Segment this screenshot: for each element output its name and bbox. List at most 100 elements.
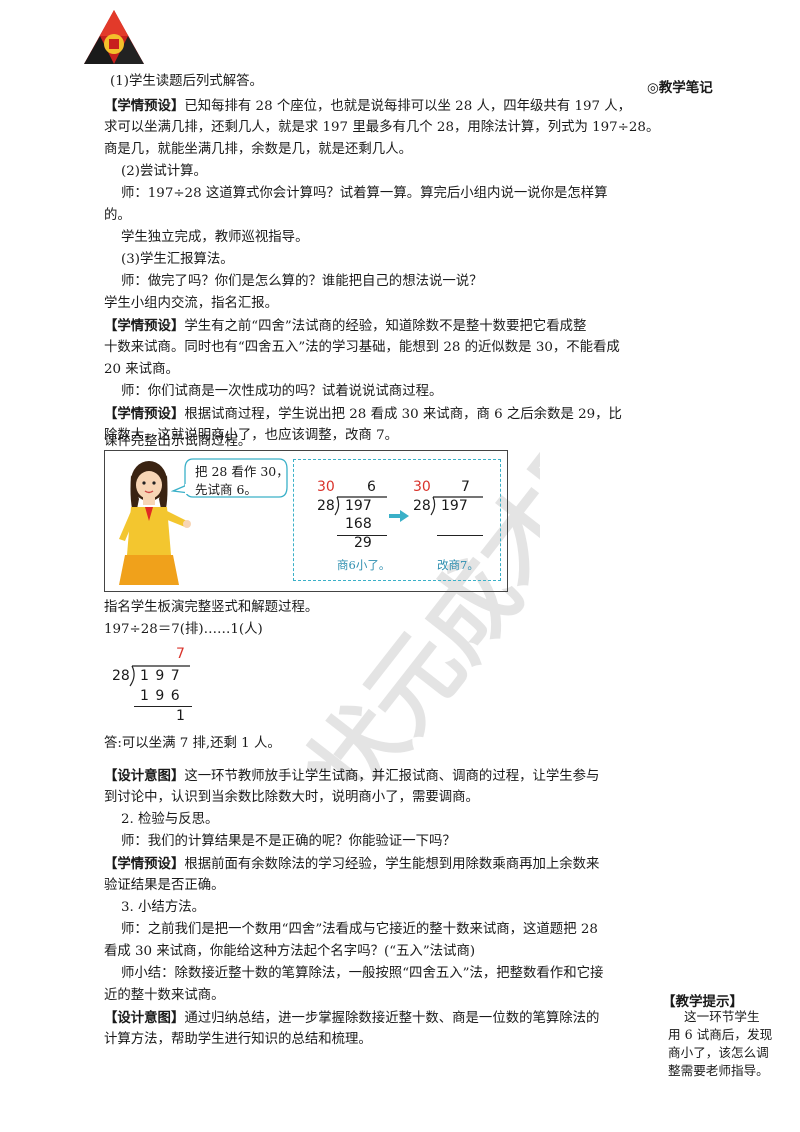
paragraph: 师：你们试商是一次性成功的吗？试着说说试商过程。	[121, 382, 626, 402]
division-bracket-icon	[129, 665, 190, 687]
paragraph: (1)学生读题后列式解答。	[110, 72, 615, 92]
paragraph: 指名学生板演完整竖式和解题过程。	[104, 598, 609, 618]
left-dividend: 197	[345, 498, 372, 514]
division-bracket-icon	[430, 496, 483, 516]
paragraph: 197÷28＝7(排)……1(人)	[104, 620, 609, 640]
text-run: 答:可以坐满 7 排,还剩 1 人。	[104, 736, 281, 751]
paragraph: 师：之前我们是把一个数用“四舍”法看成与它接近的整十数来试商，这道题把 28	[121, 920, 626, 940]
paragraph: 验证结果是否正确。	[104, 876, 609, 896]
paragraph: 【学情预设】已知每排有 28 个座位，也就是说每排可以坐 28 人，四年级共有 …	[104, 96, 631, 117]
rule	[437, 535, 483, 536]
text-run: 根据前面有余数除法的学习经验，学生能想到用除数乘商再加上余数来	[184, 857, 600, 872]
text-run: 验证结果是否正确。	[104, 878, 225, 893]
section-label: 【设计意图】	[104, 1010, 185, 1026]
left-divisor: 28	[317, 498, 335, 514]
paragraph: 十数来试商。同时也有“四舍五入”法的学习基础，能想到 28 的近似数是 30，不…	[104, 338, 620, 358]
paragraph: 求可以坐满几排，还剩几人，就是求 197 里最多有几个 28，用除法计算，列式为…	[104, 118, 659, 138]
paragraph: 师：做完了吗？你们是怎么算的？谁能把自己的想法说一说？	[121, 272, 626, 292]
right-divisor: 28	[413, 498, 431, 514]
text-run: 指名学生板演完整竖式和解题过程。	[104, 600, 319, 615]
section-label: 【学情预设】	[104, 318, 185, 334]
paragraph: 学生小组内交流，指名汇报。	[104, 294, 609, 314]
text-run: 看成 30 来试商，你能给这种方法起个名字吗？(“五入”法试商)	[104, 944, 476, 959]
longdiv-remainder: 1	[176, 708, 185, 724]
teaching-notes-title: ◎教学笔记	[647, 80, 713, 96]
paragraph: 2. 检验与反思。	[121, 810, 626, 830]
right-trial-divisor: 30	[413, 479, 431, 495]
paragraph: 商是几，就能坐满几排，余数是几，就是还剩几人。	[104, 140, 609, 160]
paragraph: 3. 小结方法。	[121, 898, 626, 918]
text-run: 学生小组内交流，指名汇报。	[104, 296, 279, 311]
text-run: 师：之前我们是把一个数用“四舍”法看成与它接近的整十数来试商，这道题把 28	[121, 922, 598, 937]
paragraph: 【学情预设】根据前面有余数除法的学习经验，学生能想到用除数乘商再加上余数来	[104, 854, 609, 875]
paragraph: 近的整十数来试商。	[104, 986, 609, 1006]
text-run: 近的整十数来试商。	[104, 988, 225, 1003]
text-run: 到讨论中，认识到当余数比除数大时，说明商小了，需要调商。	[104, 790, 479, 805]
text-run: 学生独立完成，教师巡视指导。	[121, 230, 309, 245]
paragraph: 课件完整出示试商过程。	[104, 432, 609, 452]
text-run: 师：197÷28 这道算式你会计算吗？试着算一算。算完后小组内说一说你是怎样算	[121, 186, 608, 201]
courseware-figure: 把 28 看作 30， 先试商 6。 30 6 28 197 168 29 商6…	[104, 450, 508, 592]
speech-bubble-icon	[171, 458, 288, 498]
teacher-illustration-icon	[119, 461, 191, 585]
paragraph: 师：197÷28 这道算式你会计算吗？试着算一算。算完后小组内说一说你是怎样算	[121, 184, 626, 204]
paragraph: 【设计意图】这一环节教师放手让学生试商，并汇报试商、调商的过程，让学生参与	[104, 766, 609, 787]
paragraph: 【学情预设】学生有之前“四舍”法试商的经验，知道除数不是整十数要把它看成整	[104, 316, 609, 337]
left-product: 168	[345, 516, 372, 532]
trial-division-panel	[293, 459, 501, 581]
paragraph: 20 来试商。	[104, 360, 609, 380]
division-bracket-icon	[334, 496, 387, 516]
paragraph: 除数大，这就说明商小了，也应该调整，改商 7。	[104, 426, 609, 446]
left-trial-divisor: 30	[317, 479, 335, 495]
paragraph: 答:可以坐满 7 排,还剩 1 人。	[104, 734, 609, 754]
text-run: 已知每排有 28 个座位，也就是说每排可以坐 28 人，四年级共有 197 人，	[184, 99, 632, 114]
text-run: 师：你们试商是一次性成功的吗？试着说说试商过程。	[121, 384, 443, 399]
paragraph: 学生独立完成，教师巡视指导。	[121, 228, 626, 248]
longdiv-divisor: 28	[112, 668, 130, 684]
text-run: 求可以坐满几排，还剩几人，就是求 197 里最多有几个 28，用除法计算，列式为…	[104, 120, 660, 135]
text-run: 3. 小结方法。	[121, 900, 205, 915]
publisher-logo-icon	[84, 10, 144, 64]
text-run: 商是几，就能坐满几排，余数是几，就是还剩几人。	[104, 142, 412, 157]
right-quotient: 7	[461, 479, 470, 495]
text-run: 师：做完了吗？你们是怎么算的？谁能把自己的想法说一说？	[121, 274, 483, 289]
text-run: 课件完整出示试商过程。	[104, 434, 252, 449]
paragraph: (2)尝试计算。	[121, 162, 626, 182]
teaching-tip-title: 【教学提示】	[662, 994, 743, 1010]
paragraph: 【学情预设】根据试商过程，学生说出把 28 看成 30 来试商，商 6 之后余数…	[104, 404, 622, 425]
paragraph: 计算方法，帮助学生进行知识的总结和梳理。	[104, 1030, 609, 1050]
tip-line: 整需要老师指导。	[668, 1063, 769, 1078]
tip-line: 这一环节学生	[684, 1009, 760, 1024]
section-label: 【学情预设】	[104, 856, 185, 872]
text-run: 通过归纳总结，进一步掌握除数接近整十数、商是一位数的笔算除法的	[184, 1011, 600, 1026]
paragraph: 看成 30 来试商，你能给这种方法起个名字吗？(“五入”法试商)	[104, 942, 609, 962]
text-run: 计算方法，帮助学生进行知识的总结和梳理。	[104, 1032, 372, 1047]
arrow-right-icon	[389, 510, 409, 522]
section-label: 【学情预设】	[104, 406, 185, 422]
left-quotient: 6	[367, 479, 376, 495]
rule	[337, 535, 387, 536]
text-run: 2. 检验与反思。	[121, 812, 219, 827]
text-run: (1)学生读题后列式解答。	[110, 74, 263, 89]
text-run: 师小结：除数接近整十数的笔算除法，一般按照“四舍五入”法，把整数看作和它接	[121, 966, 604, 981]
longdiv-product: 1 9 6	[140, 688, 181, 704]
text-run: 学生有之前“四舍”法试商的经验，知道除数不是整十数要把它看成整	[184, 319, 587, 334]
tip-line: 商小了，该怎么调	[668, 1045, 769, 1060]
bubble-text-line1: 把 28 看作 30，	[195, 464, 289, 479]
tip-line: 用 6 试商后，发现	[668, 1027, 773, 1042]
left-remainder: 29	[354, 535, 372, 551]
text-run: 这一环节教师放手让学生试商，并汇报试商、调商的过程，让学生参与	[184, 769, 600, 784]
text-run: (2)尝试计算。	[121, 164, 207, 179]
text-run: 师：我们的计算结果是不是正确的呢？你能验证一下吗？	[121, 834, 456, 849]
right-caption: 改商7。	[437, 558, 479, 572]
text-run: 197÷28＝7(排)……1(人)	[104, 622, 263, 637]
text-run: (3)学生汇报算法。	[121, 252, 234, 267]
paragraph: 师小结：除数接近整十数的笔算除法，一般按照“四舍五入”法，把整数看作和它接	[121, 964, 626, 984]
left-caption: 商6小了。	[337, 558, 391, 572]
paragraph: (3)学生汇报算法。	[121, 250, 626, 270]
paragraph: 的。	[104, 206, 609, 226]
bubble-text-line2: 先试商 6。	[195, 482, 257, 497]
paragraph: 【设计意图】通过归纳总结，进一步掌握除数接近整十数、商是一位数的笔算除法的	[104, 1008, 609, 1029]
text-run: 除数大，这就说明商小了，也应该调整，改商 7。	[104, 428, 398, 443]
right-dividend: 197	[441, 498, 468, 514]
